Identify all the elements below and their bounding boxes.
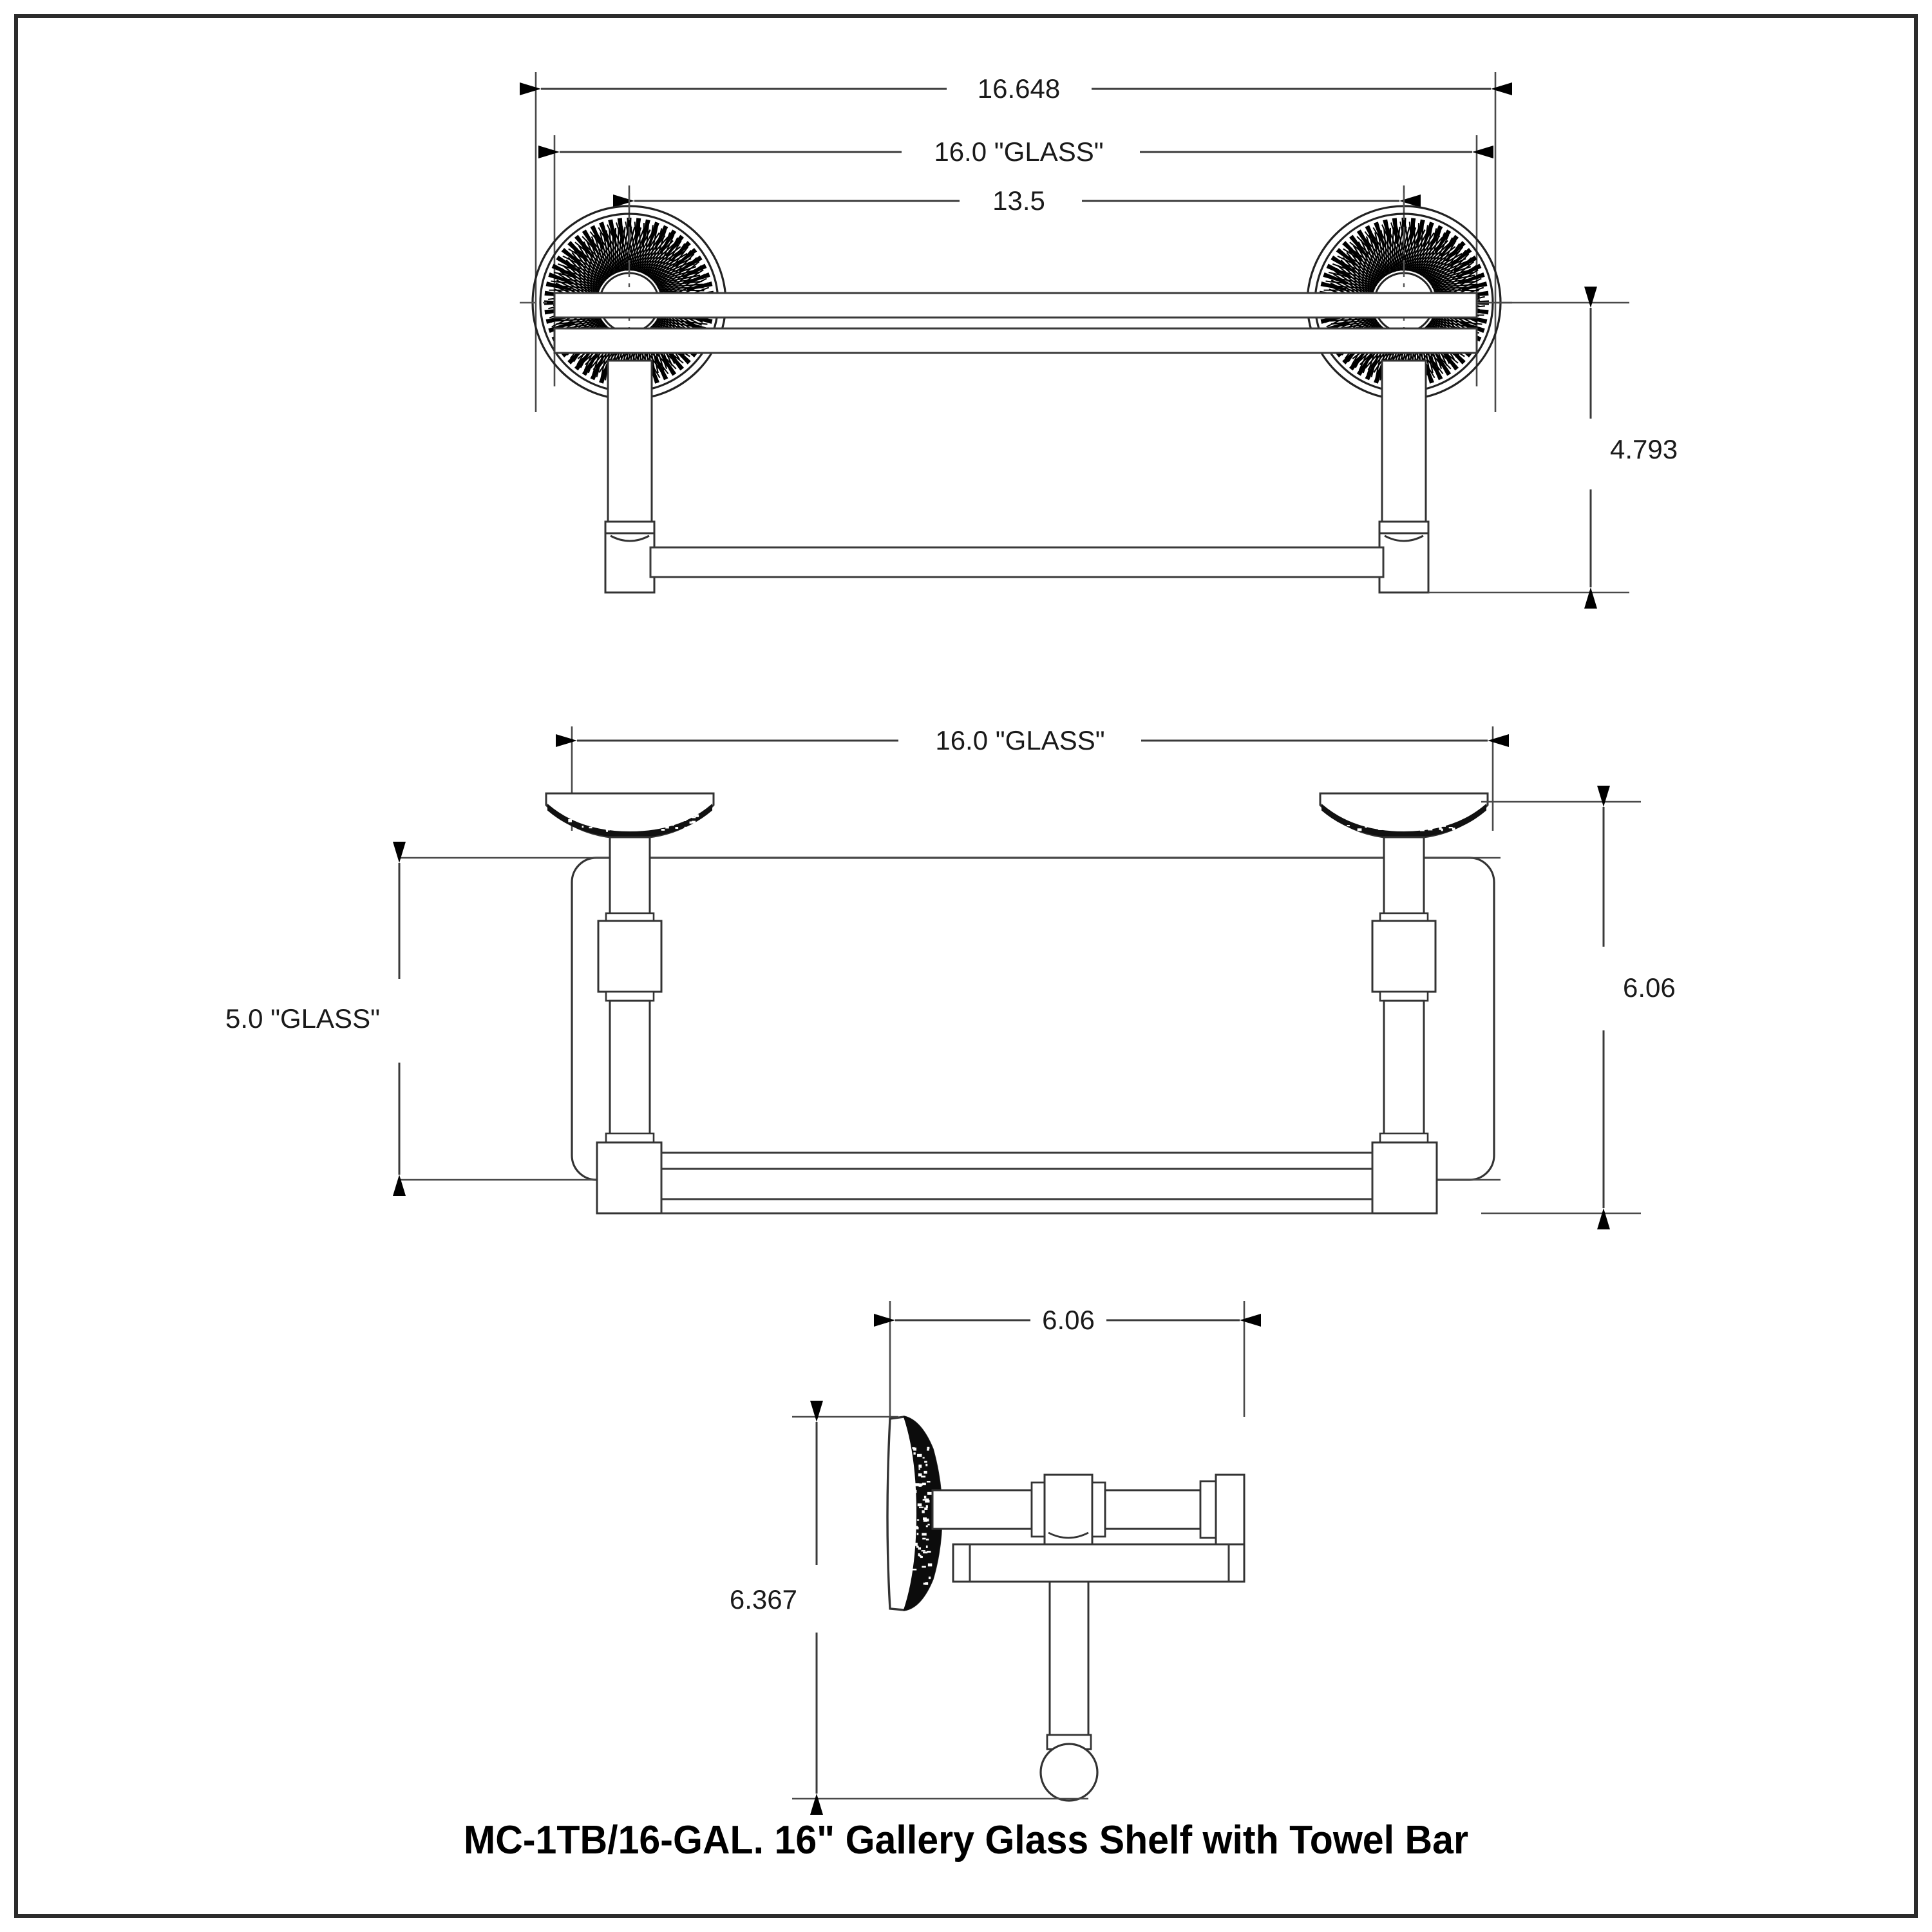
arm-knuckle — [1043, 1473, 1094, 1546]
bracket-right-ring-foot — [1379, 1132, 1429, 1144]
dim-text-overall-width: 16.648 — [978, 73, 1060, 104]
arm-knuckle-arc — [1048, 1531, 1089, 1539]
drop-post-shaft — [1048, 1580, 1090, 1745]
drop-post-ball-finial — [1039, 1743, 1099, 1802]
post-right-foot — [1378, 532, 1430, 594]
bracket-left-lower-shaft — [609, 999, 651, 1142]
view-shelf-elevation: 16.0 "GLASS" — [225, 725, 1676, 1229]
glass-panel — [571, 857, 1495, 1181]
arm-end-cap — [1215, 1473, 1245, 1546]
arm-ring-a — [1030, 1481, 1046, 1538]
drop-post-profile — [1039, 1580, 1099, 1802]
arm-inner-tube — [931, 1489, 1033, 1530]
arm-outer-tube — [1104, 1489, 1202, 1530]
rosette-cap-left-texture — [567, 813, 699, 832]
towel-bar-tube — [649, 546, 1385, 578]
post-left-collar — [604, 520, 656, 535]
arm-profile — [931, 1473, 1245, 1546]
towel-bar-tube-2 — [660, 1151, 1374, 1215]
post-right-foot-arc — [1384, 535, 1424, 542]
view-side-profile: 6.06 — [730, 1301, 1261, 1815]
arm-end-ring — [1199, 1480, 1217, 1539]
post-right — [1378, 359, 1430, 594]
dim-text-shelf-height: 6.06 — [1623, 972, 1676, 1003]
rosette-cap-right-texture — [1342, 813, 1474, 831]
bracket-right-ring-top — [1379, 912, 1429, 922]
dim-text-projection: 6.06 — [1042, 1305, 1095, 1335]
bracket-left-ring-top — [605, 912, 655, 922]
wall-plate-profile — [886, 1416, 943, 1611]
bracket-right — [1319, 792, 1489, 1215]
bracket-left — [545, 792, 715, 1215]
post-left-shaft — [607, 359, 653, 541]
dim-text-glass-depth: 5.0 "GLASS" — [225, 1003, 380, 1034]
bracket-right-ring-bottom — [1379, 990, 1429, 1002]
bracket-left-ring-bottom — [605, 990, 655, 1002]
bracket-left-ring-foot — [605, 1132, 655, 1144]
dim-text-overall-height: 4.793 — [1610, 434, 1678, 464]
glass-edge-profile — [952, 1543, 1245, 1583]
view-front-elevation: 16.648 16.0 "GLASS" 13.5 — [520, 72, 1678, 609]
post-right-collar — [1378, 520, 1430, 535]
arm-ring-b — [1091, 1481, 1106, 1538]
bracket-right-foot-block — [1371, 1141, 1438, 1215]
rosette-cap-left-shadow — [547, 803, 712, 838]
drawing-caption: MC-1TB/16-GAL. 16" Gallery Glass Shelf w… — [464, 1818, 1468, 1862]
dim-text-glass-width: 16.0 "GLASS" — [934, 137, 1103, 167]
dim-text-glass-width-2: 16.0 "GLASS" — [935, 725, 1104, 755]
sheet-border — [14, 14, 1918, 1918]
bracket-right-knuckle — [1371, 920, 1437, 993]
glass-shelf-edge-front — [553, 292, 1478, 354]
towel-bar-front — [649, 546, 1385, 578]
wall-plate-texture — [907, 1446, 933, 1585]
bracket-left-foot-block — [596, 1141, 663, 1215]
dim-text-center-distance: 13.5 — [992, 185, 1045, 216]
wall-plate-shadow — [903, 1416, 943, 1611]
post-right-shaft — [1381, 359, 1427, 541]
post-left-foot-arc — [610, 535, 650, 542]
bracket-left-knuckle — [597, 920, 663, 993]
bracket-right-lower-shaft — [1383, 999, 1425, 1142]
towel-bar-shelf-view — [660, 1151, 1374, 1215]
post-left-foot — [604, 532, 656, 594]
glass-shelf-bottom-edge — [553, 327, 1478, 354]
dim-text-profile-height: 6.367 — [730, 1584, 797, 1615]
glass-shelf-top-edge — [553, 292, 1478, 319]
rosette-cap-right-shadow — [1321, 803, 1486, 838]
glass-slab — [952, 1543, 1245, 1583]
post-left — [604, 359, 656, 594]
